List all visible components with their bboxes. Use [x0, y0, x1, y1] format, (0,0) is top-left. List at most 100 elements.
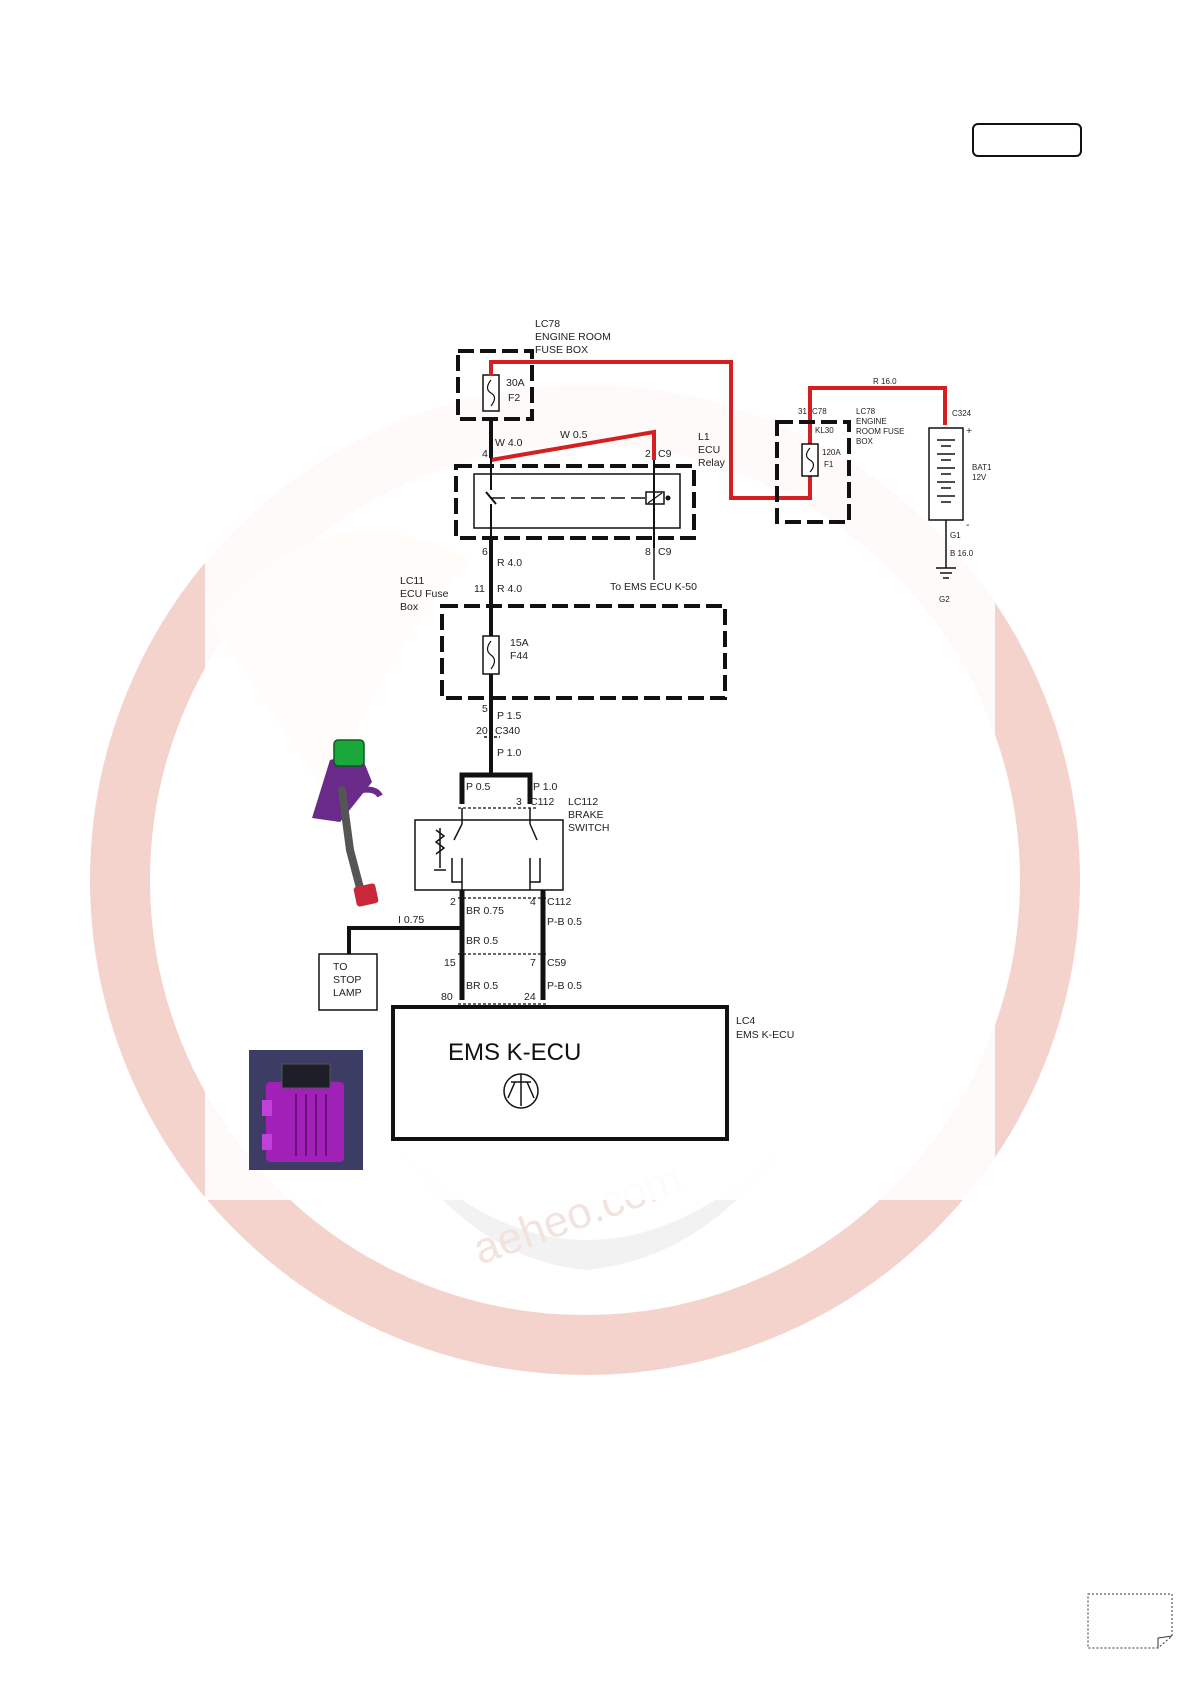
lc11-label-2: ECU Fuse — [400, 588, 449, 600]
engine-room-fuse-box-f2: LC78 ENGINE ROOM FUSE BOX 30A F2 — [456, 318, 611, 421]
ground-id-g2: G2 — [939, 595, 950, 604]
relay-pin-6: 6 — [482, 546, 488, 558]
battery-minus: - — [966, 519, 970, 531]
relay-label-1: L1 — [698, 431, 710, 443]
battery-fuse-box-outline — [775, 420, 851, 524]
relay-coil-dot — [665, 495, 671, 501]
ems-kecu-title: EMS K-ECU — [448, 1039, 581, 1066]
ecu-relay: W 0.5 W 4.0 4 2 C9 L1 ECU Relay 6 R 4.0 … — [454, 418, 726, 592]
ecu-module-connector — [281, 1063, 331, 1089]
battery-label-2: 12V — [972, 473, 987, 482]
ems-kecu-box — [391, 1005, 729, 1141]
relay-pin-2: 2 — [645, 448, 651, 460]
watermark-lower-grey — [400, 1150, 780, 1270]
fuse-f2-rating: 30A — [506, 377, 525, 389]
conn-pin-15: 15 — [444, 957, 456, 969]
wire-p10-switch-label: P 1.0 — [533, 781, 557, 793]
lc112-label-1: LC112 — [568, 796, 598, 808]
battery-circuit: R 16.0 31 C78 KL30 120A F1 LC78 ENGINE R… — [775, 377, 992, 604]
lc112-label-3: SWITCH — [568, 822, 609, 834]
relay-label-2: ECU — [698, 444, 720, 456]
brake-switch-internals — [434, 808, 541, 890]
fuse-box-label-3: ROOM FUSE — [856, 427, 904, 436]
stop-lamp-box — [318, 953, 378, 1011]
fuse-f1-rating: 120A — [822, 448, 841, 457]
wire-i075 — [347, 926, 462, 954]
wire-w05-coil-feed — [490, 429, 656, 462]
lc4-label-1: LC4 — [736, 1015, 755, 1027]
brake-switch: P 0.5 P 1.0 3 C112 LC112 BRAKE SWITCH 2 … — [414, 772, 609, 1000]
ecu-connector-c59: 15 7 C59 BR 0.5 P-B 0.5 80 24 — [441, 953, 582, 1005]
relay-conn-c9-top: C9 — [658, 448, 672, 460]
fuse-f44-id: F44 — [510, 650, 528, 662]
switch-pin-3: 3 — [516, 796, 522, 808]
stop-lamp-label-2: STOP — [333, 974, 361, 986]
wire-w05-label: W 0.5 — [560, 429, 588, 441]
fuse-kl30: KL30 — [815, 426, 834, 435]
fuse-f44-element — [486, 640, 496, 670]
battery-cells — [937, 439, 955, 503]
fuse-box-f2-outline — [456, 349, 534, 421]
ecu-module-image — [249, 1050, 363, 1170]
fuse-box-label-1: LC78 — [856, 407, 876, 416]
wire-p10-label: P 1.0 — [497, 747, 521, 759]
ecu-fuse-box-f44: LC11 ECU Fuse Box 11 R 4.0 To EMS ECU K-… — [400, 575, 727, 775]
lc78-label-2: ENGINE ROOM — [535, 331, 611, 343]
fuse-f2-element — [486, 379, 496, 407]
conn-c324: C324 — [952, 409, 972, 418]
lc11-label-3: Box — [400, 601, 419, 613]
fuse-f44-rating: 15A — [510, 637, 529, 649]
ecu-module-fins — [295, 1094, 327, 1156]
stop-lamp-branch: I 0.75 BR 0.5 TO STOP LAMP — [318, 914, 498, 1011]
wire-p15-label: P 1.5 — [497, 710, 521, 722]
wire-br05-a-label: BR 0.5 — [466, 935, 498, 947]
ecu-relay-inner — [473, 473, 681, 529]
wire-br05-b-label: BR 0.5 — [466, 980, 498, 992]
switch-conn-c112-top: C112 — [530, 796, 554, 808]
lc4-label-2: EMS K-ECU — [736, 1029, 794, 1041]
conn-pin-20: 20 — [476, 725, 488, 737]
lc78-label-1: LC78 — [535, 318, 560, 330]
pin-31: 31 — [798, 407, 807, 416]
relay-pin-8: 8 — [645, 546, 651, 558]
wire-pb05-a-label: P-B 0.5 — [547, 916, 582, 928]
conn-pin-80: 80 — [441, 991, 453, 1003]
brake-switch-feed — [459, 772, 533, 804]
relay-pin-4: 4 — [482, 448, 488, 460]
lc11-label-1: LC11 — [400, 575, 424, 587]
conn-c59: C59 — [547, 957, 566, 969]
brake-pedal-image — [312, 739, 383, 907]
ecu-relay-outline — [454, 464, 696, 540]
fuse-box-label-4: BOX — [856, 437, 874, 446]
fuse-f1-element — [805, 447, 815, 473]
ems-kecu: EMS K-ECU LC4 EMS K-ECU — [391, 1005, 794, 1141]
pedal-spring-arm — [361, 786, 383, 798]
pedal-pad — [353, 883, 379, 907]
lc78-label-3: FUSE BOX — [535, 344, 588, 356]
wire-br075-label: BR 0.75 — [466, 905, 504, 917]
conn-c340: C340 — [495, 725, 520, 737]
fuse-box-pin-5: 5 — [482, 703, 488, 715]
fuse-f2-id: F2 — [508, 392, 520, 404]
lc112-label-2: BRAKE — [568, 809, 604, 821]
fuse-f1-id: F1 — [824, 460, 834, 469]
wire-i075-label: I 0.75 — [398, 914, 424, 926]
switch-pin-4: 4 — [530, 896, 536, 908]
ecu-module-mount-2 — [262, 1134, 272, 1150]
page-curl-icon — [1087, 1593, 1173, 1649]
wire-r40-b-label: R 4.0 — [497, 583, 522, 595]
conn-pin-24: 24 — [524, 991, 536, 1003]
relay-conn-c9-bottom: C9 — [658, 546, 672, 558]
pedal-switch-connector — [333, 739, 365, 767]
wire-r160-label: R 16.0 — [873, 377, 897, 386]
stop-lamp-label-3: LAMP — [333, 987, 362, 999]
stop-lamp-label-1: TO — [333, 961, 347, 973]
to-ems-ecu-k50: To EMS ECU K-50 — [610, 581, 697, 593]
ground-symbol — [936, 567, 956, 579]
fuse-box-pin-11: 11 — [474, 583, 485, 595]
battery-plus: + — [966, 425, 972, 437]
relay-label-3: Relay — [698, 457, 726, 469]
pedal-arm — [338, 786, 364, 892]
